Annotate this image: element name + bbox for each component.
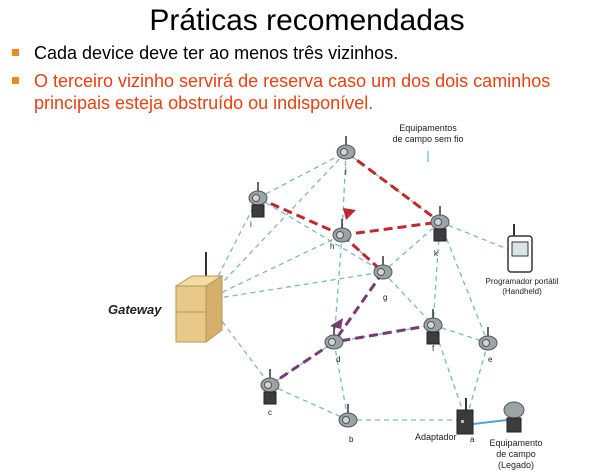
bullet-square-icon	[12, 77, 19, 84]
device-flange-c	[263, 391, 277, 405]
device-display-f	[427, 321, 435, 329]
legacy-label-line2: de campo	[496, 449, 536, 459]
field-device-g	[373, 256, 393, 280]
device-display-g	[377, 268, 385, 276]
red-link-i-h	[257, 196, 343, 237]
field-device-j	[336, 136, 356, 160]
gateway-box	[175, 285, 207, 343]
device-flange-f	[426, 331, 440, 345]
gateway-box-side	[205, 275, 223, 343]
adapter-led	[461, 420, 464, 423]
node-label-e: e	[488, 355, 493, 364]
node-label-g: g	[383, 293, 387, 302]
purple-link-g-d	[332, 271, 385, 343]
mesh-link-f-e	[432, 324, 489, 344]
field-device-d	[324, 326, 344, 350]
mesh-link-c-b	[269, 384, 349, 421]
adapter-device	[456, 398, 474, 435]
device-display-b	[342, 416, 350, 424]
device-display-i	[252, 194, 260, 202]
handheld-label-line1: Programador portátil	[486, 277, 559, 286]
mesh-link-gw-h	[205, 234, 343, 301]
adapter-label: Adaptador	[415, 432, 457, 442]
device-display-j	[340, 148, 348, 156]
device-display-c	[264, 381, 272, 389]
red-link-h-g	[340, 233, 385, 274]
bullet-item-2: O terceiro vizinho servirá de reserva ca…	[8, 70, 608, 114]
mesh-link-i-g	[257, 197, 384, 273]
arrow-head-gateway-d	[330, 318, 343, 329]
legacy-device-head	[503, 401, 525, 419]
device-flange-i	[251, 204, 265, 218]
node-label-a: a	[470, 435, 475, 444]
field-device-f	[423, 309, 443, 345]
handheld-screen	[511, 241, 529, 257]
mesh-link-k-e	[439, 221, 489, 344]
bullet-text-2: O terceiro vizinho servirá de reserva ca…	[34, 71, 551, 113]
node-label-d: d	[336, 355, 340, 364]
device-display-d	[328, 338, 336, 346]
wireless-devices-label-line1: Equipamentos	[399, 123, 457, 133]
field-device-c	[260, 369, 280, 405]
bullet-list: Cada device deve ter ao menos três vizin…	[8, 42, 608, 120]
device-display-e	[482, 339, 490, 347]
mesh-link-gw-j	[205, 151, 347, 301]
handheld-label-line2: (Handheld)	[502, 287, 542, 296]
mesh-link-f-a	[432, 324, 467, 421]
red-link-j-k	[345, 150, 441, 224]
mesh-link-c-d	[269, 341, 335, 386]
node-label-i: i	[250, 220, 252, 229]
legacy-label-line1: Equipamento	[489, 438, 542, 448]
node-label-b: b	[349, 435, 354, 444]
mesh-link-j-h	[341, 151, 347, 236]
adapter-body	[456, 409, 474, 435]
gateway-device	[174, 252, 224, 343]
bullet-item-1: Cada device deve ter ao menos três vizin…	[8, 42, 608, 64]
legacy-label-line3: (Legado)	[498, 460, 534, 470]
legacy-field-device	[503, 401, 525, 433]
field-devices	[248, 136, 525, 433]
field-device-b	[338, 404, 358, 428]
device-display-h	[336, 231, 344, 239]
slide-title: Práticas recomendadas	[149, 4, 465, 37]
node-label-h: h	[330, 242, 334, 251]
device-display-k	[434, 218, 442, 226]
primary-path-red	[257, 150, 441, 274]
field-device-k	[430, 206, 450, 242]
field-device-i	[248, 182, 268, 218]
field-device-h	[332, 219, 352, 243]
primary-path-purple	[269, 271, 434, 387]
mesh-link-e-a	[465, 342, 489, 421]
handheld-programmer	[507, 224, 533, 273]
red-link-h-k	[341, 220, 441, 237]
mesh-link-k-g	[382, 221, 441, 273]
mesh-link-d-b	[333, 341, 349, 421]
node-label-k: k	[434, 249, 439, 258]
purple-link-d-c	[269, 340, 335, 387]
mesh-link-gw-g	[205, 271, 384, 301]
device-flange-k	[433, 228, 447, 242]
node-label-f: f	[432, 344, 435, 353]
node-label-c: c	[268, 408, 272, 417]
wired-link	[472, 419, 508, 425]
bullet-square-icon	[12, 49, 19, 56]
node-label-j: j	[344, 166, 347, 175]
mesh-link-g-f	[382, 271, 434, 326]
gateway-label: Gateway	[108, 302, 162, 317]
mesh-link-i-j	[257, 151, 347, 199]
arrow-head-h-g	[343, 208, 356, 220]
purple-link-f-d	[333, 323, 434, 344]
wireless-devices-label-line2: de campo sem fio	[392, 134, 463, 144]
field-device-e	[478, 327, 498, 351]
legacy-device-flange	[506, 417, 522, 433]
bullet-text-1: Cada device deve ter ao menos três vizin…	[34, 43, 399, 63]
